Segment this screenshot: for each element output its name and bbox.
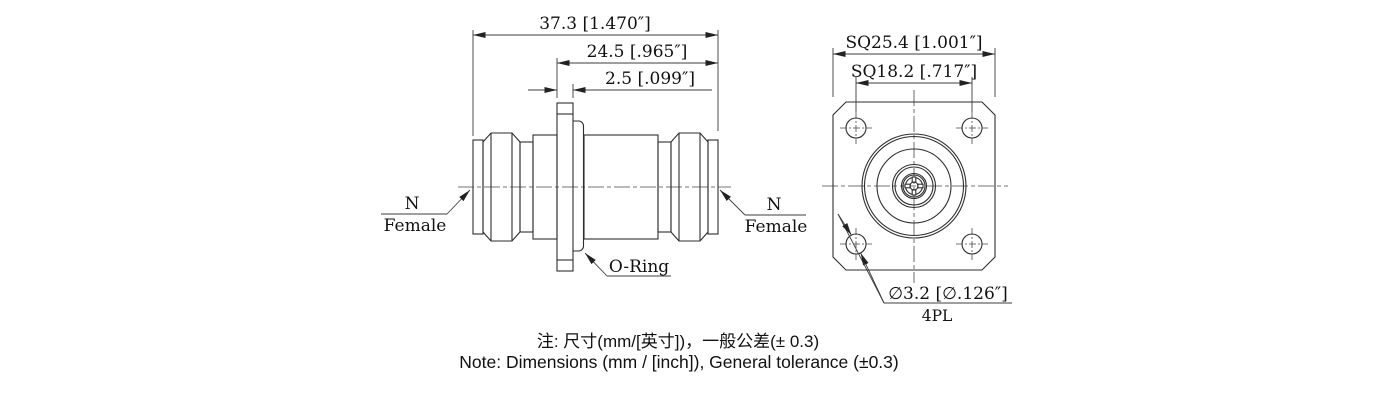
dim-text-flange-square: SQ25.4 [1.001″] [845,33,982,53]
mounting-hole-top-right [956,112,988,144]
front-view-dimensions: SQ25.4 [1.001″] SQ18.2 [.717″] ∅3.2 [∅.1… [832,33,1012,325]
side-view-dimensions: 37.3 [1.470″] 24.5 [.965″] 2.5 [.099″] [472,14,719,136]
note-line-chinese: 注: 尺寸(mm/[英寸])，一般公差(± 0.3) [537,332,819,351]
note-line-english: Note: Dimensions (mm / [inch]), General … [459,352,898,372]
leader-arrow-hole-bottom [860,252,885,304]
drawing-notes: 注: 尺寸(mm/[英寸])，一般公差(± 0.3) Note: Dimensi… [459,332,898,372]
dim-text-hole-count: 4PL [922,307,953,325]
dim-text-hole-diameter: ∅3.2 [∅.126″] [888,284,1008,304]
side-view-labels: N Female N Female O-Ring [381,189,808,277]
label-left-port-gender: Female [384,216,447,236]
label-right-port-type: N [767,195,782,215]
mounting-hole-bottom-right [956,228,988,260]
connector-interface-circles [861,133,967,239]
dim-text-flange-thickness: 2.5 [.099″] [605,69,695,89]
mounting-hole-bottom-left [840,228,872,260]
leader-line-hole-diameter [837,213,885,304]
front-view [822,90,1008,283]
leader-arrow-oring [584,252,608,277]
right-connector-face [707,139,719,235]
dim-text-hole-spacing: SQ18.2 [.717″] [851,62,977,82]
label-right-port-gender: Female [745,217,808,237]
dim-text-overall-length: 37.3 [1.470″] [539,14,651,34]
oring-profile [573,120,585,252]
label-left-port-type: N [405,194,420,214]
leader-arrow-left-port [446,189,471,215]
center-contact-hole [909,181,919,191]
mounting-hole-top-left [840,112,872,144]
side-view [458,102,731,272]
flange-plate [832,101,996,271]
leader-arrow-right-port [719,189,746,216]
leader-arrow-hole-top [837,213,852,236]
label-oring: O-Ring [609,257,669,277]
flange [556,102,574,272]
dim-text-flange-to-face: 24.5 [.965″] [587,42,688,62]
